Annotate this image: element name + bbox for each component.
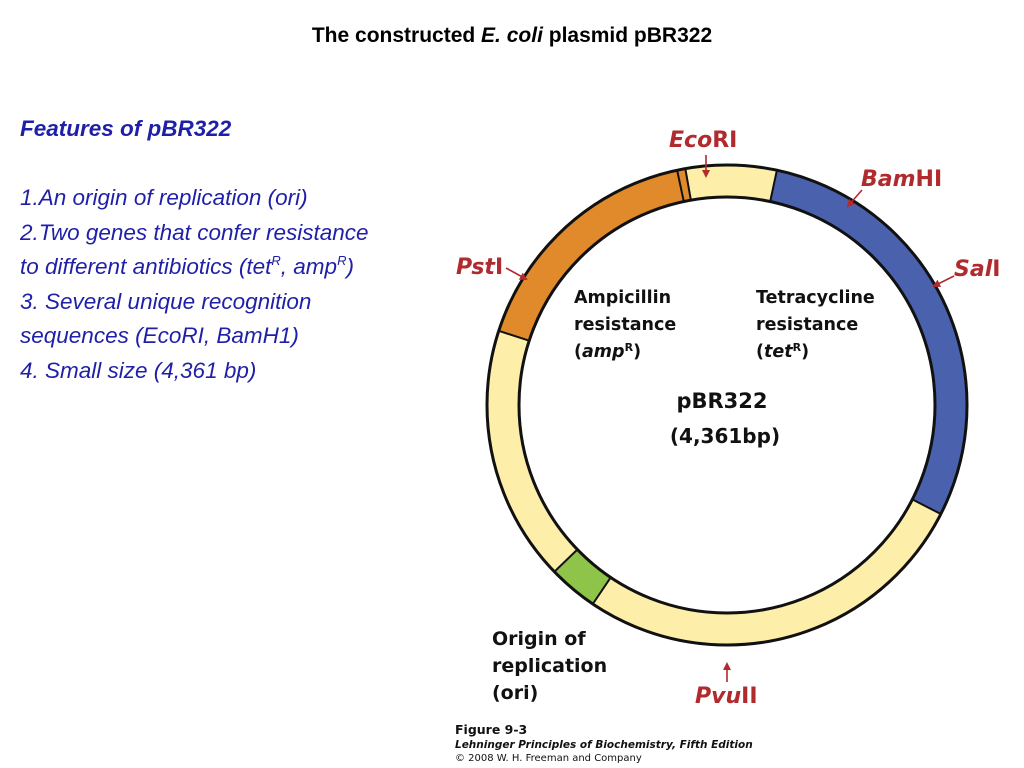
feature-item-2: 2.Two genes that confer resistance xyxy=(20,219,369,245)
svg-text:(ori): (ori) xyxy=(492,682,538,704)
ori-label: Origin of replication (ori) xyxy=(492,628,607,704)
site-label-sali: SalI xyxy=(954,257,1000,282)
svg-text:Origin of: Origin of xyxy=(492,628,586,650)
feature-item-3-continued: sequences (EcoRI, BamH1) xyxy=(20,323,299,348)
arrow-psti xyxy=(505,267,528,280)
site-sali: SalI xyxy=(932,257,1000,287)
arrow-sali xyxy=(932,275,955,287)
feature-item-1: 1.An origin of replication (ori) xyxy=(20,185,308,210)
svg-text:resistance: resistance xyxy=(756,315,858,335)
plasmid-name: pBR322 xyxy=(676,389,767,413)
svg-text:Ampicillin: Ampicillin xyxy=(574,288,671,308)
amp-gene-segment xyxy=(498,168,692,341)
site-psti: PstI xyxy=(456,255,528,280)
copyright: © 2008 W. H. Freeman and Company xyxy=(455,753,642,764)
svg-text:resistance: resistance xyxy=(574,315,676,335)
segment-divider xyxy=(676,169,685,202)
segment-dividers xyxy=(498,168,942,605)
plasmid-size: (4,361bp) xyxy=(670,424,780,448)
features-list: Features of pBR322 1.An origin of replic… xyxy=(20,112,470,388)
site-pvuii: PvuII xyxy=(695,662,758,709)
plasmid-ring xyxy=(485,163,969,647)
title-prefix: The constructed xyxy=(311,24,482,47)
book-title: Lehninger Principles of Biochemistry, Fi… xyxy=(455,739,753,751)
segment-divider xyxy=(591,576,612,605)
site-bamhi: BamHI xyxy=(846,167,942,208)
ring-inner-edge xyxy=(517,195,937,615)
figure-caption: Figure 9-3 Lehninger Principles of Bioch… xyxy=(455,722,753,766)
site-label-pvuii: PvuII xyxy=(695,684,758,709)
site-label-bamhi: BamHI xyxy=(861,167,942,192)
svg-text:Tetracycline: Tetracycline xyxy=(756,288,875,308)
tet-gene-segment xyxy=(770,170,967,514)
segment-divider xyxy=(553,548,579,573)
site-ecori: EcoRI xyxy=(669,128,737,178)
figure-number: Figure 9-3 xyxy=(455,722,528,737)
svg-text:(ampR): (ampR) xyxy=(574,341,641,362)
title-suffix: plasmid pBR322 xyxy=(542,24,713,47)
segment-divider xyxy=(684,168,692,201)
feature-item-3: 3. Several unique recognition xyxy=(20,288,312,314)
arrow-bamhi xyxy=(846,189,863,208)
segment-divider xyxy=(911,498,942,515)
segment-divider xyxy=(498,329,530,342)
title-organism: E. coli xyxy=(481,24,543,47)
features-heading: Features of pBR322 xyxy=(20,116,232,141)
segment-divider xyxy=(769,169,778,202)
feature-item-2-continued: to different antibiotics (tetR, ampR) xyxy=(20,253,354,279)
site-label-psti: PstI xyxy=(456,255,503,280)
site-label-ecori: EcoRI xyxy=(669,128,737,153)
tet-label: Tetracycline resistance (tetR) xyxy=(756,288,875,362)
svg-text:(tetR): (tetR) xyxy=(756,341,809,362)
ring-outer-edge xyxy=(485,163,969,647)
svg-text:replication: replication xyxy=(492,655,607,677)
amp-label: Ampicillin resistance (ampR) xyxy=(574,288,676,362)
feature-item-4: 4. Small size (4,361 bp) xyxy=(20,357,257,383)
slide-title: The constructed E. coli plasmid pBR322 xyxy=(0,24,1024,48)
